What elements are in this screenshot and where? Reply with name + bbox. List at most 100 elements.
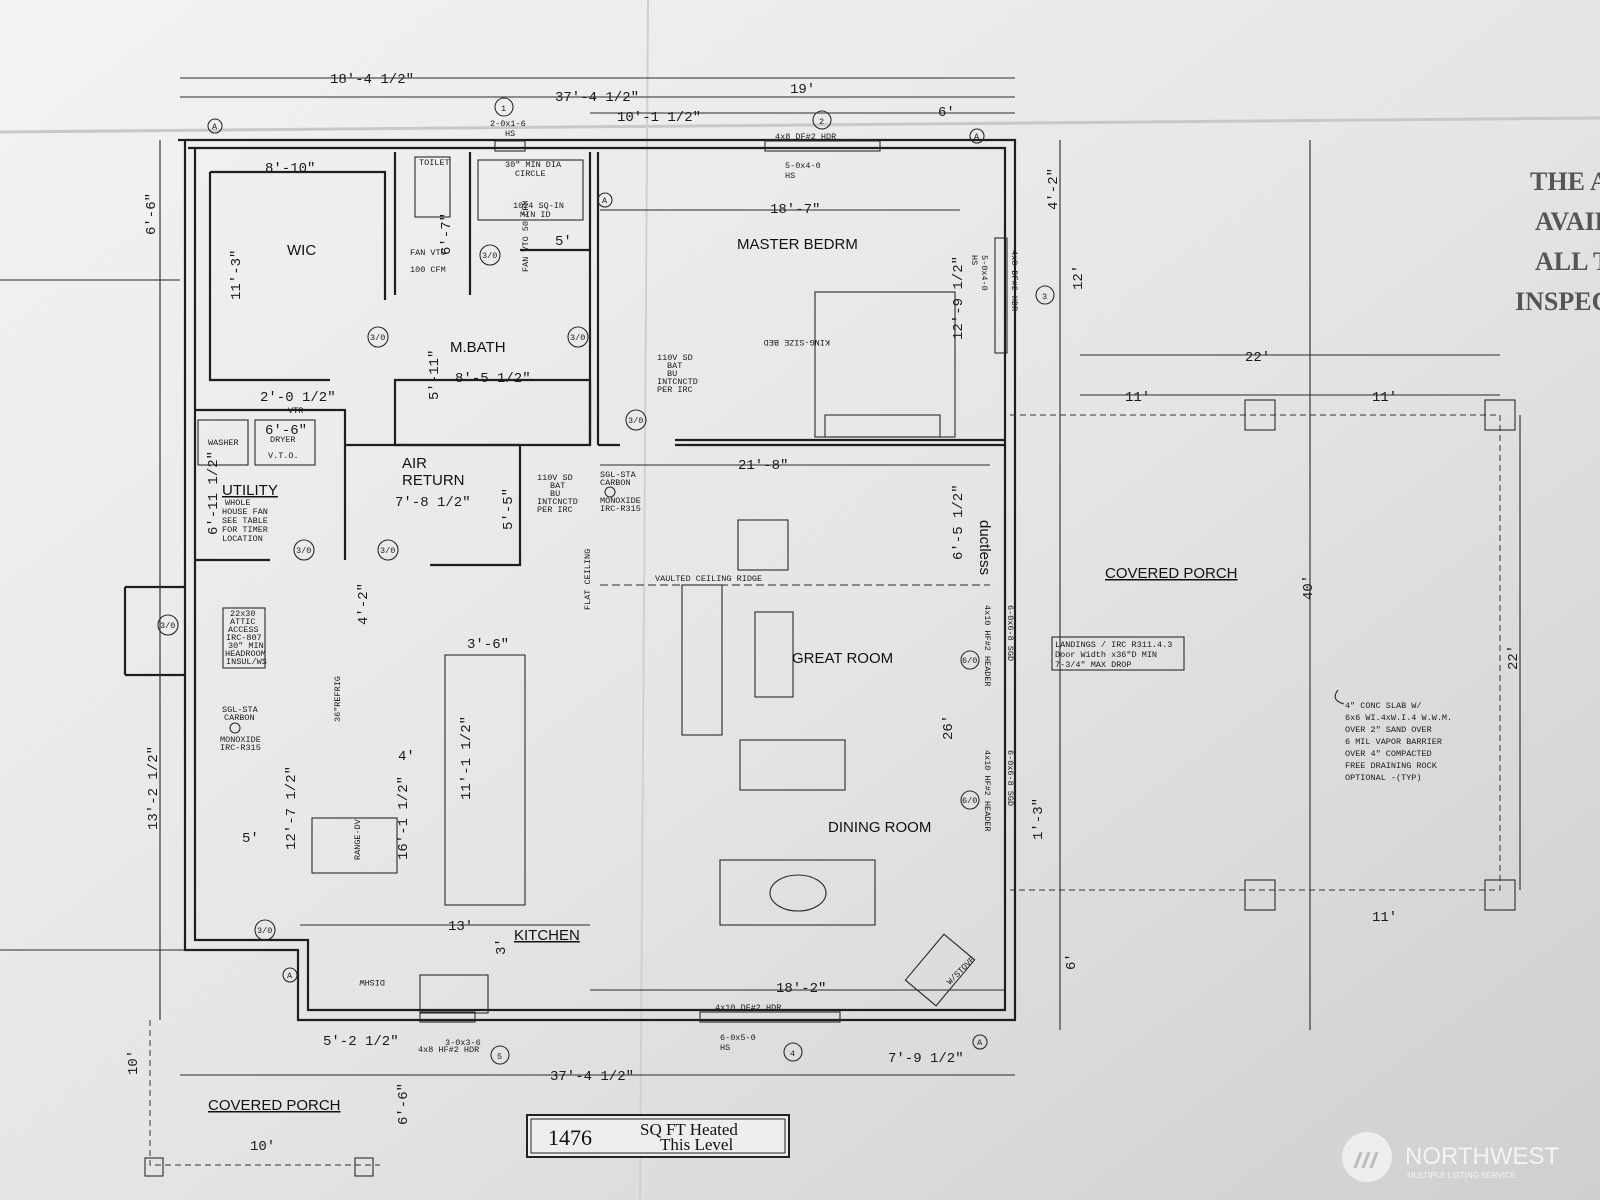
door-spec: 6-0x6-8 SGD [1005, 605, 1015, 661]
door-size: 3/0 [628, 416, 643, 426]
section-marker: A [602, 196, 608, 206]
dryer-label: V.T.O. [268, 451, 299, 461]
kitchen-island [444, 654, 526, 906]
logo-subtitle: MULTIPLE LISTING SERVICE [1407, 1171, 1516, 1180]
dim: 3'-6" [467, 637, 509, 653]
window-spec: HS [785, 171, 795, 181]
door-size: 3/0 [570, 333, 585, 343]
room-label-wic: WIC [287, 242, 316, 259]
room-label-covered-porch-bottom: COVERED PORCH [208, 1097, 341, 1114]
dim: 18'-4 1/2" [330, 72, 414, 88]
note-line: 110V SD [657, 353, 693, 363]
square-footage-value: 1476 [548, 1125, 592, 1150]
note-line: IRC-807 [226, 633, 262, 643]
note-line: FOR TIMER [222, 525, 268, 535]
right-porch [1010, 140, 1516, 1030]
fan-label: 100 CFM [410, 265, 446, 275]
approval-stamp: THE AP AVAIL ALL T INSPEC [1515, 167, 1600, 316]
dim: 6'-6" [265, 423, 307, 439]
note-line: OVER 4" COMPACTED [1345, 749, 1432, 759]
nwmls-logo: NORTHWEST MULTIPLE LISTING SERVICE [1342, 1132, 1560, 1182]
note-line: OPTIONAL -(TYP) [1345, 773, 1422, 783]
shower [477, 159, 584, 221]
stamp-text: INSPEC [1515, 287, 1600, 316]
dishwasher-label: DISHW [359, 977, 385, 987]
room-label-kitchen: KITCHEN [514, 927, 580, 944]
note-line: 6 MIL VAPOR BARRIER [1345, 737, 1442, 747]
door-size: 3/0 [296, 546, 311, 556]
dryer [254, 419, 316, 466]
note-line: MONOXIDE [600, 496, 641, 506]
dim: 7'-9 1/2" [888, 1051, 964, 1067]
dim: 19' [790, 82, 815, 98]
dim: 4'-2" [356, 583, 372, 625]
smoke-detector-note: 110V SD BAT BU INTCNCTD PER IRC [537, 473, 578, 515]
window-spec: HS [720, 1043, 730, 1053]
dim: 40' [1301, 575, 1317, 600]
dim: 5'-5" [501, 488, 517, 530]
vaulted-ceiling-label: VAULTED CEILING RIDGE [655, 574, 762, 584]
window-spec: 2-0x1-6 [490, 119, 526, 129]
smoke-detector-note: 110V SD BAT BU INTCNCTD PER IRC [657, 353, 698, 395]
dim: 11'-1 1/2" [459, 716, 475, 800]
dim: 6'-11 1/2" [206, 451, 222, 535]
shower-note: CIRCLE [515, 169, 546, 179]
dim: 22' [1245, 350, 1270, 366]
room-label-utility: UTILITY [222, 482, 278, 499]
air-return-label: RETURN [402, 472, 465, 489]
sofa [739, 739, 846, 791]
dim: 18'-2" [776, 981, 826, 997]
dim: 13'-2 1/2" [146, 746, 162, 830]
dim: 4' [398, 749, 415, 765]
note-line: INSUL/WS [226, 657, 267, 667]
toilet-label: TOILET [419, 158, 450, 168]
bottom-porch [144, 1020, 380, 1177]
co-detector-note: SGL-STA CARBON MONOXIDE IRC-R315 [600, 470, 641, 514]
furniture [197, 140, 1008, 1023]
door-size: 3/0 [380, 546, 395, 556]
slab-note: 4" CONC SLAB W/ 6x6 WI.4xW.I.4 W.W.M. OV… [1334, 689, 1452, 783]
shower-note: 30" MIN DIA [505, 160, 562, 170]
dim: 22' [1506, 645, 1522, 670]
dimension-lines [0, 77, 1521, 1076]
room-labels: WIC M.BATH MASTER BEDRM UTILITY GREAT RO… [208, 236, 1238, 1114]
note-line: 6x6 WI.4xW.I.4 W.W.M. [1345, 713, 1452, 723]
note-line: BU [550, 489, 560, 499]
refrigerator-label: 36"REFRIG [333, 676, 343, 722]
note-line: INTCNCTD [537, 497, 578, 507]
window-spec: HS [969, 255, 979, 265]
dim: 12'-9 1/2" [951, 256, 967, 340]
dim: 6'-5 1/2" [951, 484, 967, 560]
dim: 2'-0 1/2" [260, 390, 336, 406]
window-number: 2 [819, 117, 824, 127]
window-frame [494, 140, 526, 152]
note-line: SEE TABLE [222, 516, 268, 526]
window-spec: 4x8 HF#2 HDR [418, 1045, 479, 1055]
dim: 11' [1125, 390, 1150, 406]
window-number: 4 [790, 1049, 795, 1059]
window-spec: 4x10 DF#2 HDR [715, 1003, 781, 1013]
dim: 6'-7" [439, 213, 455, 255]
dim: 8'-10" [265, 161, 315, 177]
dimensions: 18'-4 1/2" 37'-4 1/2" 19' 10'-1 1/2" 6' … [126, 72, 1522, 1155]
flat-ceiling-label: FLAT CEILING [583, 549, 593, 610]
room-label-covered-porch-right: COVERED PORCH [1105, 565, 1238, 582]
window-frame [994, 237, 1008, 354]
dim: 10' [126, 1050, 142, 1075]
note-line: MONOXIDE [220, 735, 261, 745]
dim: 5'-2 1/2" [323, 1034, 399, 1050]
door-spec: 4x10 HF#2 HEADER [982, 605, 992, 687]
stamp-text: THE AP [1530, 167, 1600, 196]
square-footage-box: 1476 SQ FT Heated This Level [526, 1114, 790, 1158]
toilet [414, 156, 451, 218]
section-marker: A [974, 132, 980, 142]
note-line: 30" MIN [228, 641, 264, 651]
dim: 12' [1071, 265, 1087, 290]
note-line: HOUSE FAN [222, 507, 268, 517]
door-size: 3/0 [160, 621, 175, 631]
dim: 8'-5 1/2" [455, 371, 531, 387]
note-line: 4" CONC SLAB W/ [1345, 701, 1422, 711]
note-line: Door Width x36"D MIN [1055, 650, 1157, 660]
note-line: WHOLE [225, 498, 251, 508]
window-frame [699, 1011, 841, 1023]
